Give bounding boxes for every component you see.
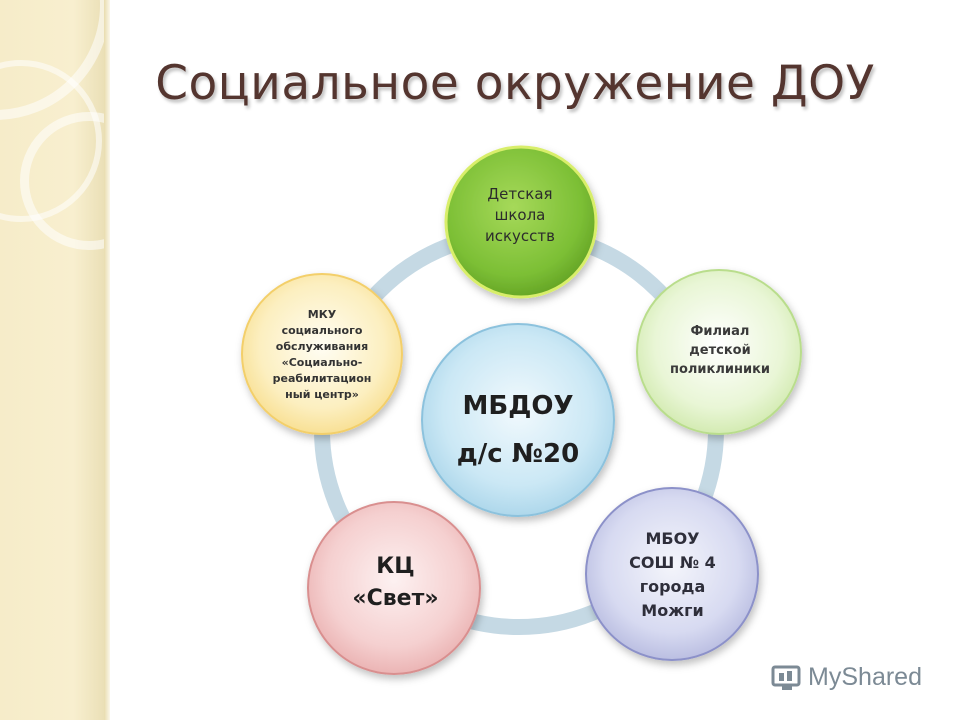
watermark-text: MyShared xyxy=(808,663,922,691)
center-label: МБДОУ д/с №20 xyxy=(420,340,616,520)
node-school xyxy=(585,487,759,661)
art-school-label: Детская школа искусств xyxy=(484,184,555,245)
clinic-label: Филиал детской поликлиники xyxy=(669,323,771,377)
node-culture-center xyxy=(307,501,481,675)
myshared-logo-icon xyxy=(771,665,801,690)
center-label-line1: МБДОУ xyxy=(462,391,574,421)
slide-title: Социальное окружение ДОУ xyxy=(155,56,875,111)
mku-label: МКУ социального обслуживания «Социально-… xyxy=(272,308,372,401)
center-label-line2: д/с №20 xyxy=(456,439,580,469)
school-label: МБОУ СОШ № 4 города Можги xyxy=(629,529,716,620)
node-center-mbdou xyxy=(421,323,615,517)
myshared-watermark: MyShared xyxy=(770,663,922,692)
node-art-school xyxy=(444,145,598,299)
side-band-edge xyxy=(104,0,110,720)
node-mku xyxy=(241,273,403,435)
culture-center-label: КЦ «Свет» xyxy=(352,554,439,611)
node-clinic xyxy=(636,269,802,435)
decorative-side-band xyxy=(0,0,105,720)
